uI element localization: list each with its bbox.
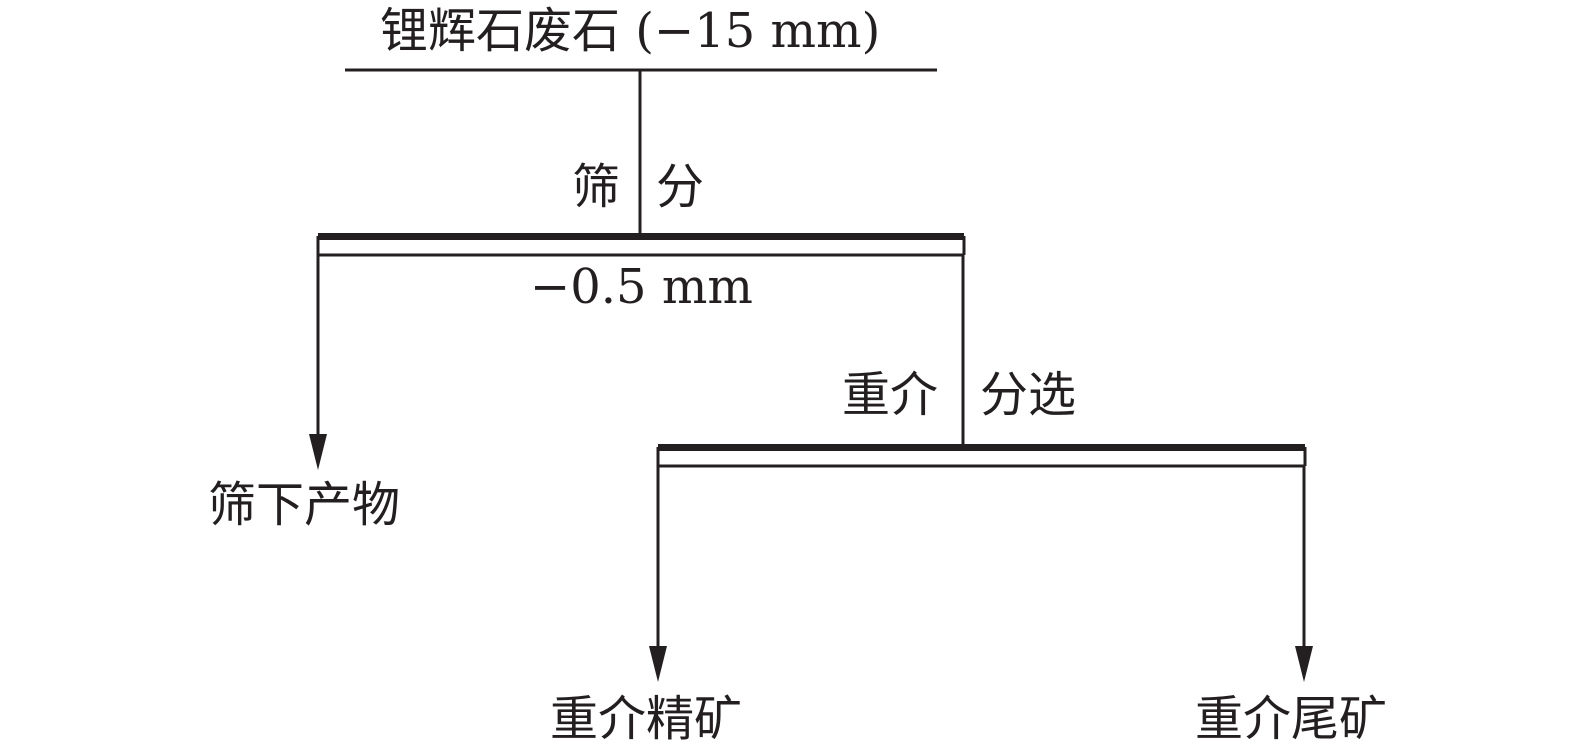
dms-label-right: 分选 <box>980 367 1077 423</box>
tailings-arrowhead <box>1295 646 1313 682</box>
screening-label-left: 筛 <box>572 159 621 215</box>
undersize-arrowhead <box>309 434 327 470</box>
undersize-product-label: 筛下产物 <box>208 477 401 533</box>
dms-concentrate-label: 重介精矿 <box>550 691 743 747</box>
screening-label-right: 分 <box>656 159 705 215</box>
dms-label-left: 重介 <box>842 367 939 423</box>
concentrate-arrowhead <box>649 646 667 682</box>
dms-bar <box>658 444 1305 451</box>
feed-label: 锂辉石废石 (−15 mm) <box>380 3 881 59</box>
dms-tailings-label: 重介尾矿 <box>1195 691 1388 747</box>
screen-size-label: −0.5 mm <box>530 259 753 315</box>
screening-bar <box>318 233 964 240</box>
